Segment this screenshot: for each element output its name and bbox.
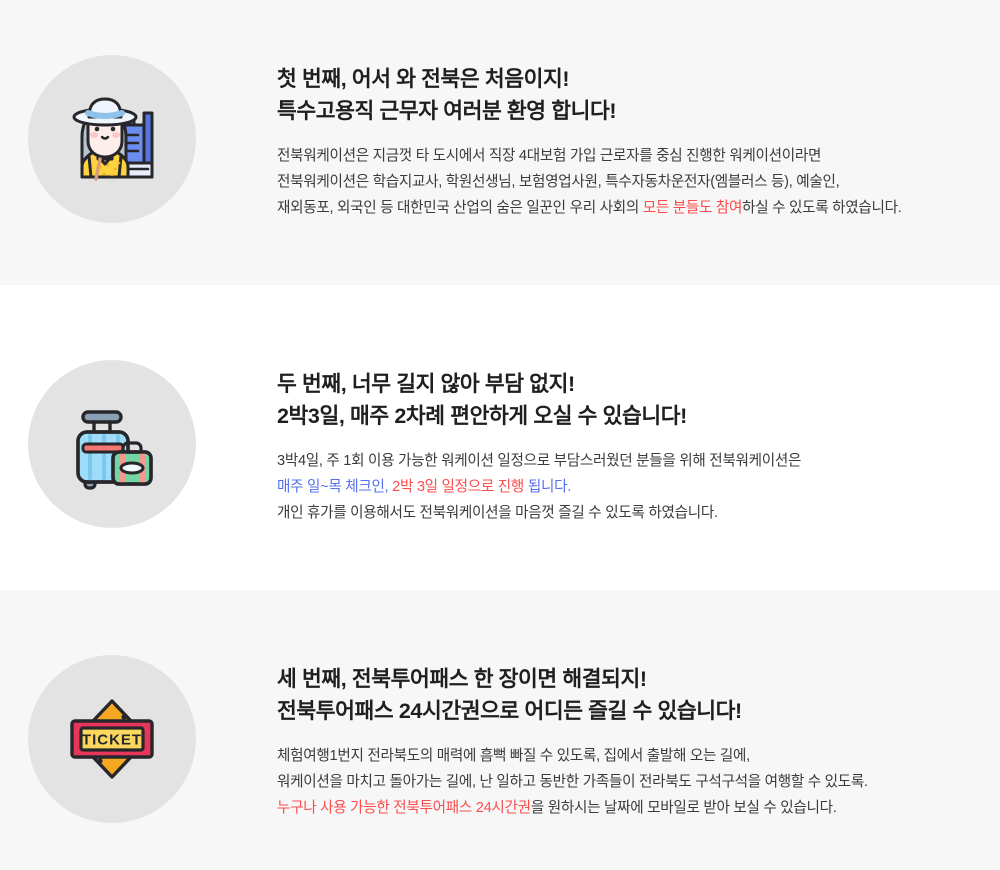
body-line: 개인 휴가를 이용해서도 전북워케이션을 마음껏 즐길 수 있도록 하였습니다. — [277, 500, 980, 526]
body-part-highlight: 2박 3일 일정으로 진행 — [392, 479, 525, 495]
body-part: 워케이션을 마치고 돌아가는 길에, 난 일하고 동반한 가족들이 전라북도 구… — [277, 774, 868, 790]
body-part: 체험여행1번지 전라북도의 매력에 흠뻑 빠질 수 있도록, 집에서 출발해 오… — [277, 748, 750, 764]
promo-section-3: TICKET 세 번째, 전북투어패스 한 장이면 해결되지! 전북투어패스 2… — [0, 590, 1000, 870]
body-line: 전북워케이션은 학습지교사, 학원선생님, 보험영업사원, 특수자동차운전자(엠… — [277, 169, 980, 195]
section-1-headline-line1: 첫 번째, 어서 와 전북은 처음이지! — [277, 67, 570, 91]
section-2-body: 3박4일, 주 1회 이용 가능한 워케이션 일정으로 부담스러웠던 분들을 위… — [277, 448, 980, 526]
body-part: 재외동포, 외국인 등 대한민국 산업의 숨은 일꾼인 우리 사회의 — [277, 200, 643, 216]
tourist-woman-city-icon — [28, 55, 196, 223]
section-2-text: 두 번째, 너무 길지 않아 부담 없지! 2박3일, 매주 2차례 편안하게 … — [277, 368, 980, 526]
promo-section-2: 두 번째, 너무 길지 않아 부담 없지! 2박3일, 매주 2차례 편안하게 … — [0, 285, 1000, 590]
body-line: 매주 일~목 체크인, 2박 3일 일정으로 진행 됩니다. — [277, 474, 980, 500]
body-part-highlight: 누구나 사용 가능한 전북투어패스 24시간권 — [277, 800, 531, 816]
svg-text:TICKET: TICKET — [82, 732, 142, 749]
body-line: 체험여행1번지 전라북도의 매력에 흠뻑 빠질 수 있도록, 집에서 출발해 오… — [277, 743, 980, 769]
body-line: 전북워케이션은 지금껏 타 도시에서 직장 4대보험 가입 근로자를 중심 진행… — [277, 143, 980, 169]
body-line: 워케이션을 마치고 돌아가는 길에, 난 일하고 동반한 가족들이 전라북도 구… — [277, 769, 980, 795]
body-part: 을 원하시는 날짜에 모바일로 받아 보실 수 있습니다. — [530, 800, 837, 816]
section-3-text: 세 번째, 전북투어패스 한 장이면 해결되지! 전북투어패스 24시간권으로 … — [277, 663, 980, 821]
body-part-highlight: 됩니다. — [524, 479, 571, 495]
section-3-body: 체험여행1번지 전라북도의 매력에 흠뻑 빠질 수 있도록, 집에서 출발해 오… — [277, 743, 980, 821]
body-part: 하실 수 있도록 하였습니다. — [742, 200, 902, 216]
section-2-headline-line1: 두 번째, 너무 길지 않아 부담 없지! — [277, 372, 575, 396]
body-line: 3박4일, 주 1회 이용 가능한 워케이션 일정으로 부담스러웠던 분들을 위… — [277, 448, 980, 474]
section-1-headline-line2: 특수고용직 근무자 여러분 환영 합니다! — [277, 99, 617, 123]
body-part: 3박4일, 주 1회 이용 가능한 워케이션 일정으로 부담스러웠던 분들을 위… — [277, 453, 802, 469]
section-1-body: 전북워케이션은 지금껏 타 도시에서 직장 4대보험 가입 근로자를 중심 진행… — [277, 143, 980, 221]
luggage-suitcase-icon — [28, 360, 196, 528]
body-part: 개인 휴가를 이용해서도 전북워케이션을 마음껏 즐길 수 있도록 하였습니다. — [277, 505, 718, 521]
body-line: 재외동포, 외국인 등 대한민국 산업의 숨은 일꾼인 우리 사회의 모든 분들… — [277, 195, 980, 221]
section-3-headline-line2: 전북투어패스 24시간권으로 어디든 즐길 수 있습니다! — [277, 699, 742, 723]
body-part: 전북워케이션은 지금껏 타 도시에서 직장 4대보험 가입 근로자를 중심 진행… — [277, 148, 822, 164]
section-1-text: 첫 번째, 어서 와 전북은 처음이지! 특수고용직 근무자 여러분 환영 합니… — [277, 63, 980, 221]
body-line: 누구나 사용 가능한 전북투어패스 24시간권을 원하시는 날짜에 모바일로 받… — [277, 795, 980, 821]
section-2-headline-line2: 2박3일, 매주 2차례 편안하게 오실 수 있습니다! — [277, 404, 687, 428]
body-part-highlight: 모든 분들도 참여 — [642, 200, 743, 216]
section-3-headline-line1: 세 번째, 전북투어패스 한 장이면 해결되지! — [277, 667, 647, 691]
body-part-highlight: 매주 일~목 체크인, — [277, 479, 393, 495]
body-part: 전북워케이션은 학습지교사, 학원선생님, 보험영업사원, 특수자동차운전자(엠… — [277, 174, 840, 190]
promo-section-1: 첫 번째, 어서 와 전북은 처음이지! 특수고용직 근무자 여러분 환영 합니… — [0, 0, 1000, 285]
ticket-icon: TICKET — [28, 655, 196, 823]
